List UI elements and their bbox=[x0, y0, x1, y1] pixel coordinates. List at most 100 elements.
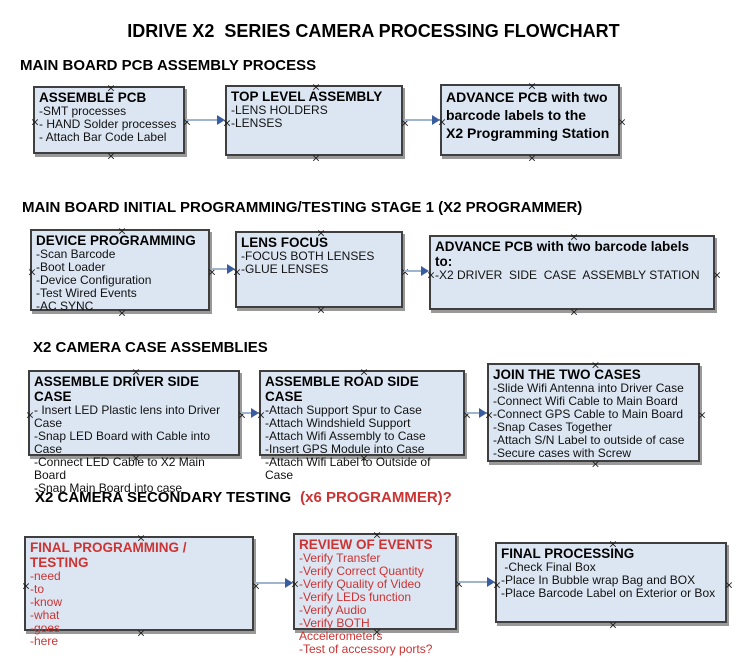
box-item: - Attach Bar Code Label bbox=[39, 130, 167, 144]
box-item: -Verify Correct Quantity bbox=[299, 564, 424, 578]
box-items: -FOCUS BOTH LENSES-GLUE LENSES bbox=[241, 250, 397, 276]
arrow-head-icon bbox=[227, 264, 235, 274]
box-title: ASSEMBLE ROAD SIDE CASE bbox=[265, 374, 419, 404]
box-item: -LENS HOLDERS bbox=[231, 103, 328, 117]
box-item: -Place In Bubble wrap Bag and BOX bbox=[501, 573, 696, 587]
arrow-line bbox=[255, 582, 286, 584]
box-title: ADVANCE PCB with two barcode labels to: bbox=[435, 239, 690, 269]
box-item: -Slide Wifi Antenna into Driver Case bbox=[493, 381, 684, 395]
section-heading-case-assemblies: X2 CAMERA CASE ASSEMBLIES bbox=[33, 339, 268, 356]
section-heading-pcb-assembly: MAIN BOARD PCB ASSEMBLY PROCESS bbox=[20, 57, 317, 74]
flow-box-review-of-events: REVIEW OF EVENTS -Verify Transfer-Verify… bbox=[290, 530, 463, 656]
box-item: -Insert GPS Module into Case bbox=[265, 442, 425, 456]
arrow-head-icon bbox=[217, 115, 225, 125]
box-item: -Scan Barcode bbox=[36, 247, 116, 261]
flow-box-join-the-two-cases: JOIN THE TWO CASES -Slide Wifi Antenna i… bbox=[484, 360, 706, 470]
box-item: -Connect GPS Cable to Main Board bbox=[493, 407, 684, 421]
box-item: -Attach Support Spur to Case bbox=[265, 403, 422, 417]
box-item: -need bbox=[30, 569, 61, 583]
box-title: TOP LEVEL ASSEMBLY bbox=[231, 89, 383, 104]
box-items: -SMT processes- HAND Solder processes- A… bbox=[39, 105, 179, 144]
box-items: -Attach Support Spur to Case-Attach Wind… bbox=[265, 404, 459, 482]
box-title: REVIEW OF EVENTS bbox=[299, 537, 433, 552]
arrow-head-icon bbox=[251, 408, 259, 418]
box-title: ASSEMBLE DRIVER SIDE CASE bbox=[34, 374, 200, 404]
box-item: -Attach Windshield Support bbox=[265, 416, 411, 430]
box-item: -Device Configuration bbox=[36, 273, 152, 287]
arrow-head-icon bbox=[421, 266, 429, 276]
box-items: -need-to-know-what-goes-here bbox=[30, 570, 248, 648]
box-item: -Verify LEDs function bbox=[299, 590, 412, 604]
arrow-line bbox=[404, 270, 422, 272]
box-title: ADVANCE PCB with two barcode labels to t… bbox=[446, 89, 610, 141]
arrow-head-icon bbox=[487, 577, 495, 587]
box-item: -Verify BOTH Accelerometers bbox=[299, 616, 383, 643]
flow-box-advance-pcb-case-assembly: ADVANCE PCB with two barcode labels to: … bbox=[426, 232, 721, 318]
flow-box-final-processing: FINAL PROCESSING -Check Final Box-Place … bbox=[492, 539, 733, 631]
section-heading-secondary-testing-black: X2 CAMERA SECONDARY TESTING bbox=[35, 489, 292, 506]
box-item: -here bbox=[30, 634, 59, 648]
connection-point-icon: × bbox=[316, 303, 326, 317]
connection-point-icon: × bbox=[724, 578, 734, 591]
flow-box-top-level-assembly: TOP LEVEL ASSEMBLY -LENS HOLDERS-LENSES … bbox=[222, 82, 409, 164]
section-heading-secondary-testing-red: (x6 PROGRAMMER)? bbox=[300, 489, 452, 506]
arrow-line bbox=[241, 412, 252, 414]
connection-point-icon: × bbox=[454, 577, 464, 590]
box-items: -Verify Transfer-Verify Correct Quantity… bbox=[299, 552, 451, 656]
connection-point-icon: × bbox=[569, 305, 579, 319]
box-item: -Verify Transfer bbox=[299, 551, 381, 565]
box-item: -Attach Wifi Label to Outside of Case bbox=[265, 455, 434, 482]
box-title: FINAL PROCESSING bbox=[501, 546, 635, 561]
connection-point-icon: × bbox=[527, 151, 537, 165]
box-item: -GLUE LENSES bbox=[241, 262, 329, 276]
arrow-head-icon bbox=[479, 408, 487, 418]
box-item: -Connect LED Cable to X2 Main Board bbox=[34, 455, 209, 482]
connection-point-icon: × bbox=[311, 151, 321, 165]
box-items: -Check Final Box-Place In Bubble wrap Ba… bbox=[501, 561, 721, 600]
box-item: - Insert LED Plastic lens into Driver Ca… bbox=[34, 403, 224, 430]
box-items: -Scan Barcode-Boot Loader-Device Configu… bbox=[36, 248, 204, 313]
box-title: JOIN THE TWO CASES bbox=[493, 367, 641, 382]
arrow-line bbox=[211, 268, 228, 270]
box-item: -Test Wired Events bbox=[36, 286, 137, 300]
box-title: ASSEMBLE PCB bbox=[39, 90, 147, 105]
arrow-head-icon bbox=[432, 115, 440, 125]
box-item: -Attach Wifi Assembly to Case bbox=[265, 429, 426, 443]
box-items: - Insert LED Plastic lens into Driver Ca… bbox=[34, 404, 234, 495]
box-item: -to bbox=[30, 582, 45, 596]
box-item: -Place Barcode Label on Exterior or Box bbox=[501, 586, 716, 600]
section-heading-initial-programming: MAIN BOARD INITIAL PROGRAMMING/TESTING S… bbox=[22, 199, 583, 216]
flow-box-assemble-driver-side-case: ASSEMBLE DRIVER SIDE CASE - Insert LED P… bbox=[25, 367, 246, 495]
connection-point-icon: × bbox=[590, 457, 601, 471]
box-item: -Test of accessory ports? bbox=[299, 642, 433, 656]
box-title: LENS FOCUS bbox=[241, 235, 329, 250]
box-title: FINAL PROGRAMMING / TESTING bbox=[30, 540, 187, 570]
box-item: -AC SYNC bbox=[36, 299, 94, 313]
box-item: -Secure cases with Screw bbox=[493, 446, 632, 460]
flow-box-advance-pcb-programming-station: ADVANCE PCB with two barcode labels to t… bbox=[437, 81, 626, 164]
box-item: -Snap Main Board into case bbox=[34, 481, 183, 495]
box-items: -LENS HOLDERS-LENSES bbox=[231, 104, 397, 130]
box-item: -Check Final Box bbox=[501, 560, 596, 574]
box-item: -Connect Wifi Cable to Main Board bbox=[493, 394, 678, 408]
box-item: -X2 DRIVER SIDE CASE ASSEMBLY STATION bbox=[435, 268, 700, 282]
box-item: -FOCUS BOTH LENSES bbox=[241, 249, 375, 263]
section-heading-secondary-testing: X2 CAMERA SECONDARY TESTING (x6 PROGRAMME… bbox=[35, 489, 452, 506]
connection-point-icon: × bbox=[608, 618, 618, 632]
arrow-line bbox=[186, 119, 218, 121]
box-item: -know bbox=[30, 595, 63, 609]
arrow-head-icon bbox=[285, 578, 293, 588]
flow-box-lens-focus: LENS FOCUS -FOCUS BOTH LENSES-GLUE LENSE… bbox=[232, 228, 409, 316]
box-title: DEVICE PROGRAMMING bbox=[36, 233, 196, 248]
box-items: -X2 DRIVER SIDE CASE ASSEMBLY STATION bbox=[435, 269, 709, 282]
page-title: IDRIVE X2 SERIES CAMERA PROCESSING FLOWC… bbox=[127, 21, 620, 41]
box-items: -Slide Wifi Antenna into Driver Case-Con… bbox=[493, 382, 694, 460]
flow-box-assemble-pcb: ASSEMBLE PCB -SMT processes- HAND Solder… bbox=[30, 83, 191, 162]
connection-point-icon: × bbox=[617, 115, 627, 129]
connection-point-icon: × bbox=[712, 268, 722, 281]
flow-box-final-programming-testing: FINAL PROGRAMMING / TESTING -need-to-kno… bbox=[21, 533, 260, 648]
box-item: - HAND Solder processes bbox=[39, 117, 177, 131]
box-item: -what bbox=[30, 608, 60, 622]
box-item: -Snap LED Board with Cable into Case bbox=[34, 429, 214, 456]
